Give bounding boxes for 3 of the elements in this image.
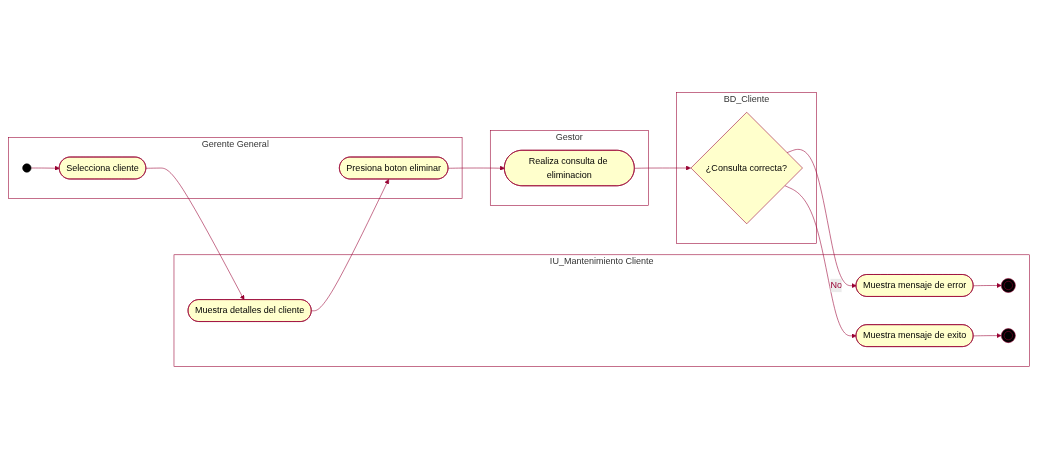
edge-label: No [830,280,842,291]
node-circle [22,163,32,173]
node-diamond: ¿Consulta correcta? [690,112,803,225]
